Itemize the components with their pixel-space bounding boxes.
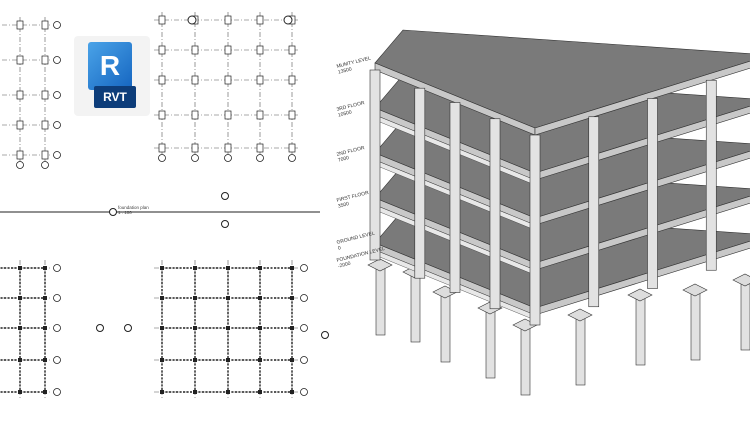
footing-mark <box>191 110 199 120</box>
revit-logo: R RVT <box>74 36 150 116</box>
elevation-marker <box>96 324 104 332</box>
pile-cap <box>627 288 653 302</box>
pile <box>440 291 451 363</box>
elevation-marker <box>221 220 229 228</box>
footing-mark <box>256 45 264 55</box>
column <box>414 87 426 279</box>
grid-bubble <box>191 154 199 162</box>
column <box>489 118 501 310</box>
level-elevation: 0 <box>337 245 342 252</box>
grid-bubble <box>53 121 61 129</box>
footing-mark <box>41 20 49 30</box>
footing-mark <box>41 55 49 65</box>
elevation-marker <box>321 331 329 339</box>
footing-mark <box>41 150 49 160</box>
grid-bubble <box>53 151 61 159</box>
plan-scale: 1 : 100 <box>118 210 132 215</box>
footing-mark <box>41 90 49 100</box>
plan-title-name: foundation plan <box>118 205 149 210</box>
footing-mark <box>16 55 24 65</box>
footing-mark <box>288 75 296 85</box>
pile-cap <box>367 258 393 272</box>
footing-mark <box>158 75 166 85</box>
footing-mark <box>41 120 49 130</box>
grid-bubble <box>53 324 61 332</box>
grid-bubble <box>158 154 166 162</box>
column <box>647 98 658 289</box>
pile <box>575 314 586 386</box>
grid-bubble <box>300 324 308 332</box>
footing-mark <box>256 75 264 85</box>
footing-mark <box>191 143 199 153</box>
pile <box>635 294 646 366</box>
grid-bubble <box>41 161 49 169</box>
footing-mark <box>288 45 296 55</box>
footing-mark <box>288 143 296 153</box>
column <box>449 102 461 293</box>
footing-mark <box>224 143 232 153</box>
pile <box>410 271 421 343</box>
grid-bubble <box>16 161 24 169</box>
grid-bubble <box>300 264 308 272</box>
pile <box>690 289 701 361</box>
footing-mark <box>16 90 24 100</box>
elevation-marker <box>221 192 229 200</box>
footing-mark <box>256 15 264 25</box>
pile <box>485 307 496 379</box>
section-marker <box>187 15 197 25</box>
footing-mark <box>224 110 232 120</box>
column <box>705 79 717 271</box>
pile <box>375 264 386 336</box>
elevation-marker <box>124 324 132 332</box>
pile-cap <box>567 308 593 322</box>
grid-bubble <box>300 294 308 302</box>
revit-logo-label: RVT <box>94 86 136 108</box>
footing-mark <box>158 45 166 55</box>
footing-mark <box>158 110 166 120</box>
column <box>588 116 600 308</box>
grid-bubble <box>224 154 232 162</box>
grid-bubble <box>300 388 308 396</box>
footing-mark <box>16 120 24 130</box>
grid-bubble <box>53 356 61 364</box>
footing-mark <box>191 75 199 85</box>
pile-cap <box>682 283 708 297</box>
footing-mark <box>158 15 166 25</box>
column <box>529 134 541 326</box>
column <box>369 69 381 261</box>
footing-mark <box>256 110 264 120</box>
section-marker <box>283 15 293 25</box>
view-title-bubble <box>109 208 117 216</box>
footing-mark <box>224 45 232 55</box>
footing-mark <box>16 150 24 160</box>
pile <box>740 279 750 351</box>
grid-bubble <box>53 294 61 302</box>
footing-mark <box>256 143 264 153</box>
plan-title: foundation plan 1 : 100 <box>118 205 149 215</box>
footing-mark <box>288 110 296 120</box>
grid-bubble <box>256 154 264 162</box>
footing-mark <box>191 45 199 55</box>
grid-bubble <box>288 154 296 162</box>
grid-bubble <box>53 91 61 99</box>
footing-mark <box>16 20 24 30</box>
footing-mark <box>224 15 232 25</box>
grid-bubble <box>53 264 61 272</box>
grid-bubble <box>53 56 61 64</box>
pile-cap <box>732 273 750 287</box>
footing-mark <box>224 75 232 85</box>
pile <box>520 324 531 396</box>
revit-logo-letter: R <box>88 42 132 90</box>
grid-bubble <box>53 21 61 29</box>
footing-mark <box>158 143 166 153</box>
grid-bubble <box>53 388 61 396</box>
grid-bubble <box>300 356 308 364</box>
